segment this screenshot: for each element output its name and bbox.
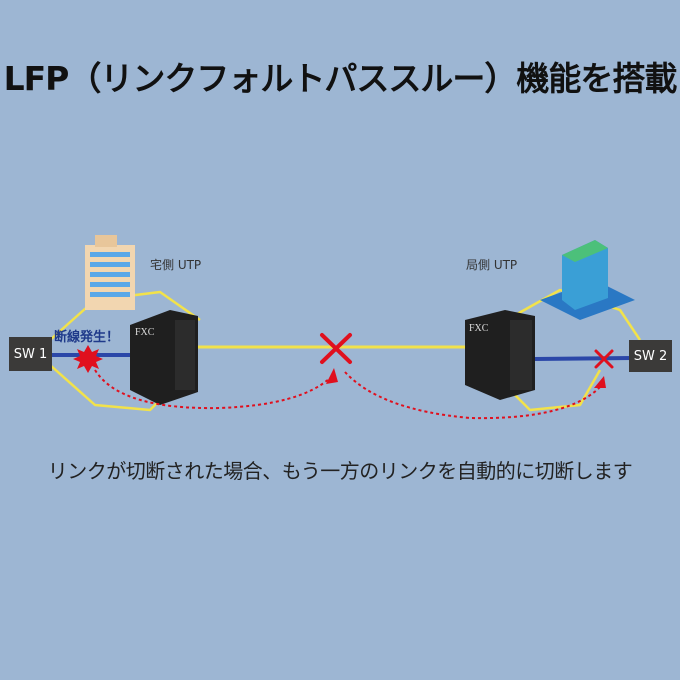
left-side-label: 宅側 UTP <box>150 258 202 272</box>
media-converter-icon-left: FXC <box>130 310 198 405</box>
datacenter-building-icon <box>540 240 635 320</box>
fault-alert-label: 断線発生！ <box>54 330 120 345</box>
office-building-icon <box>85 235 135 310</box>
dashed-arrow-left <box>94 369 331 410</box>
arrowhead-right <box>594 376 606 388</box>
cross-mark-icon-center <box>320 333 352 364</box>
left-converter-brand: FXC <box>135 327 155 338</box>
cross-mark-icon-right <box>594 349 614 369</box>
right-side-label: 局側 UTP <box>466 258 518 272</box>
page-title: LFP（リンクフォルトパススルー）機能を搭載 <box>3 59 678 98</box>
switch-sw2: SW 2 <box>629 340 672 372</box>
media-converter-icon-right: FXC <box>465 310 535 400</box>
caption-text: リンクが切断された場合、もう一方のリンクを自動的に切断します <box>47 459 633 483</box>
right-utp-link <box>534 356 633 361</box>
arrowhead-center <box>326 368 338 384</box>
burst-fault-icon <box>73 345 103 373</box>
switch-sw1: SW 1 <box>9 337 52 371</box>
right-converter-brand: FXC <box>469 323 489 334</box>
